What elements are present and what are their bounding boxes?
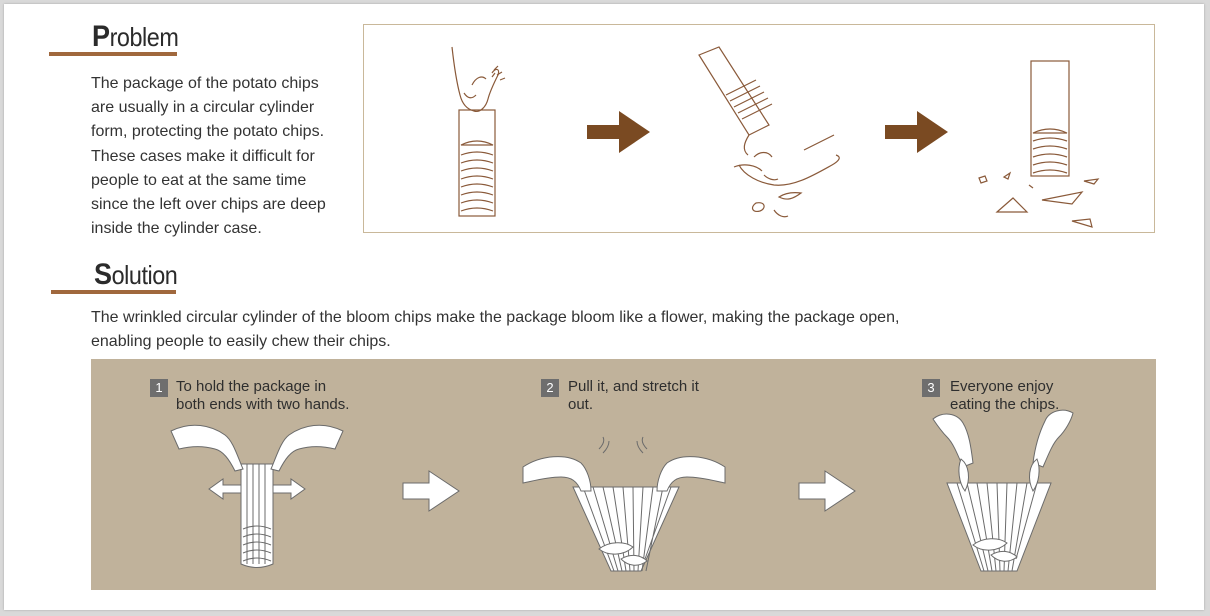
problem-heading-cap: P (92, 20, 110, 53)
problem-illustration-drawing (451, 46, 1100, 228)
problem-heading: Problem (92, 20, 179, 54)
page: Problem The package of the potato chips … (4, 4, 1204, 610)
step-1-number: 1 (150, 379, 168, 397)
step-2-illustration (522, 436, 726, 572)
arrow-right-icon-2 (885, 111, 948, 153)
problem-illustration (363, 24, 1155, 233)
cylinder-with-hand-illustration (451, 46, 506, 217)
step-1-label: To hold the package in both ends with tw… (176, 378, 350, 413)
problem-description: The package of the potato chips are usua… (91, 75, 326, 238)
solution-heading-underline (51, 290, 176, 294)
steps-illustration (170, 409, 1074, 572)
solution-description: The wrinkled circular cylinder of the bl… (91, 309, 900, 350)
solution-heading-cap: S (94, 258, 112, 291)
step-arrow-icon-2 (798, 470, 856, 512)
tilted-cylinder-illustration (698, 46, 840, 218)
step-3-number: 3 (922, 379, 940, 397)
problem-heading-underline (49, 52, 177, 56)
step-3-label: Everyone enjoy eating the chips. (950, 378, 1060, 413)
step-2-number: 2 (541, 379, 559, 397)
solution-heading-rest: olution (111, 260, 178, 290)
arrow-right-icon-1 (587, 111, 650, 153)
upright-cylinder-illustration (978, 60, 1100, 228)
step-arrow-icon-1 (402, 470, 460, 512)
step-2-label: Pull it, and stretch it out. (568, 378, 699, 413)
solution-heading: Solution (94, 258, 178, 292)
step-3-illustration (932, 409, 1074, 572)
step-1-illustration (170, 424, 344, 568)
steps-panel: 1 To hold the package in both ends with … (91, 359, 1156, 590)
problem-heading-rest: roblem (109, 22, 179, 52)
